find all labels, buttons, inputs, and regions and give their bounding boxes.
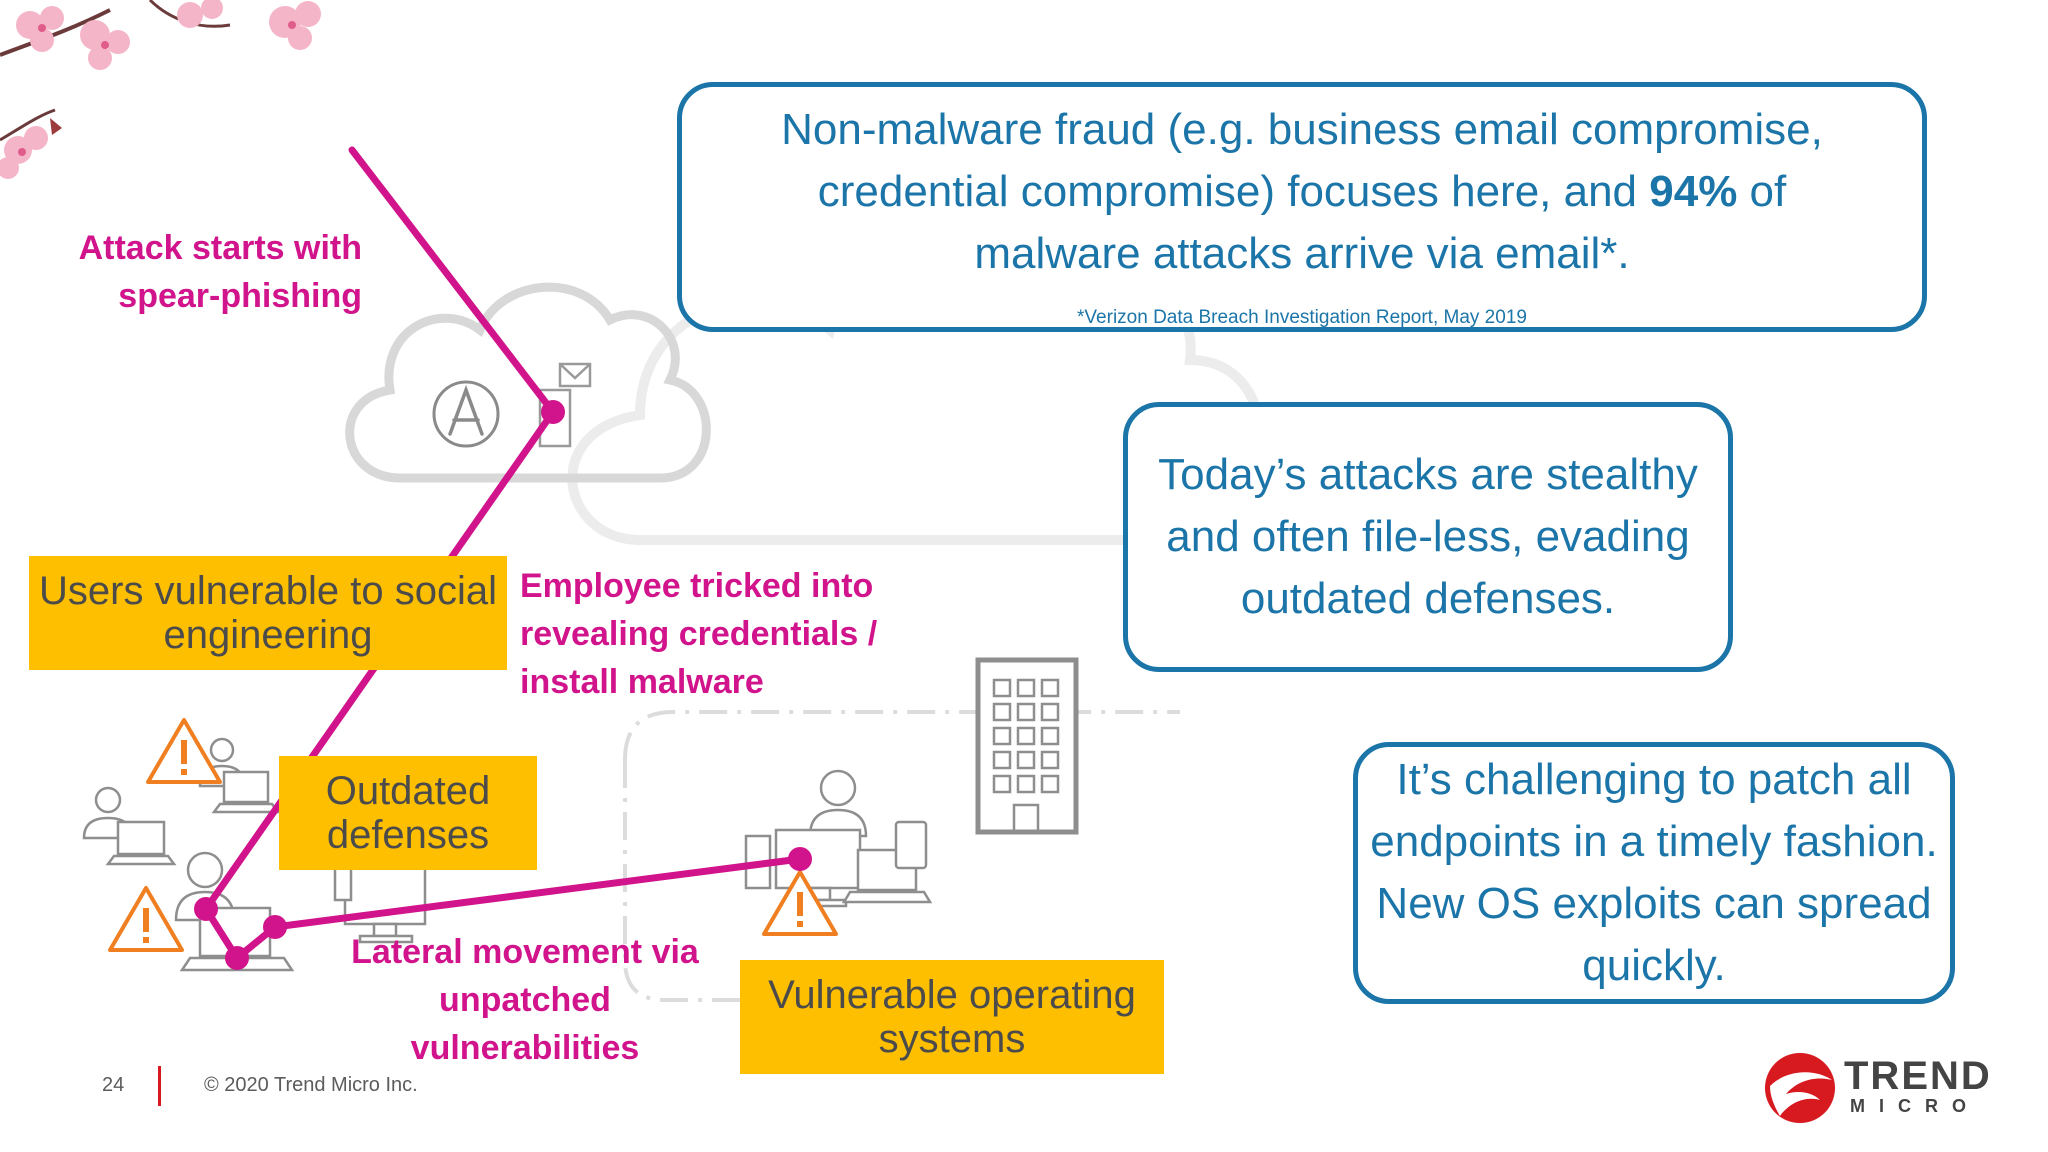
callout-email-line-1: Non-malware fraud (e.g. business email c… xyxy=(781,105,1823,154)
cloud-icon xyxy=(345,282,711,483)
box-users-text: Users vulnerable to social engineering xyxy=(39,569,497,657)
trend-micro-logo: TREND MICRO xyxy=(1762,1050,1990,1126)
app-store-icon xyxy=(432,380,500,448)
logo-word-trend: TREND xyxy=(1844,1054,1992,1098)
office-building-icon xyxy=(975,657,1079,835)
callout-email-footnote: *Verizon Data Breach Investigation Repor… xyxy=(1077,307,1527,328)
attack-path xyxy=(194,146,812,970)
laptop-icon xyxy=(211,770,281,814)
user-icon xyxy=(808,769,868,838)
box-users-vulnerable: Users vulnerable to social engineering xyxy=(29,556,507,670)
callout-email-line-2-end: of xyxy=(1737,167,1787,216)
callout-stealthy-attacks: Today’s attacks are stealthy and often f… xyxy=(1123,402,1733,672)
footer-divider xyxy=(158,1066,161,1106)
callout-email-percentage: 94% xyxy=(1649,167,1738,216)
label-attack-start: Attack starts with spear-phishing xyxy=(78,229,362,315)
cherry-blossom-icon xyxy=(0,0,321,179)
warning-icon xyxy=(762,870,838,936)
footer-copyright: © 2020 Trend Micro Inc. xyxy=(204,1074,418,1096)
trend-micro-ball-icon xyxy=(1765,1053,1835,1123)
label-employee-tricked: Employee tricked into revealing credenti… xyxy=(520,567,878,701)
callout-email-fraud: Non-malware fraud (e.g. business email c… xyxy=(677,82,1927,332)
box-outdated-text: Outdated defenses xyxy=(325,769,491,857)
callout-patching: It’s challenging to patch all endpoints … xyxy=(1353,742,1955,1004)
label-lateral-movement: Lateral movement via unpatched vulnerabi… xyxy=(351,933,699,1067)
callout-email-line-2: credential compromise) focuses here, and… xyxy=(712,161,1892,223)
page-number: 24 xyxy=(102,1074,125,1096)
email-icon xyxy=(558,362,592,388)
callout-email-line-2-text: credential compromise) focuses here, and xyxy=(817,167,1650,216)
logo-word-micro: MICRO xyxy=(1850,1096,1980,1116)
box-os-text: Vulnerable operating systems xyxy=(768,973,1136,1061)
callout-email-line-3: malware attacks arrive via email*. xyxy=(974,229,1630,278)
mobile-device-icon xyxy=(894,820,928,870)
box-vulnerable-os: Vulnerable operating systems xyxy=(740,960,1164,1074)
box-outdated-defenses: Outdated defenses xyxy=(279,756,537,870)
warning-icon xyxy=(108,886,184,952)
callout-patch-text: It’s challenging to patch all endpoints … xyxy=(1370,755,1938,990)
warning-icon xyxy=(146,718,222,784)
laptop-icon xyxy=(105,820,177,866)
callout-stealthy-text: Today’s attacks are stealthy and often f… xyxy=(1158,450,1698,623)
